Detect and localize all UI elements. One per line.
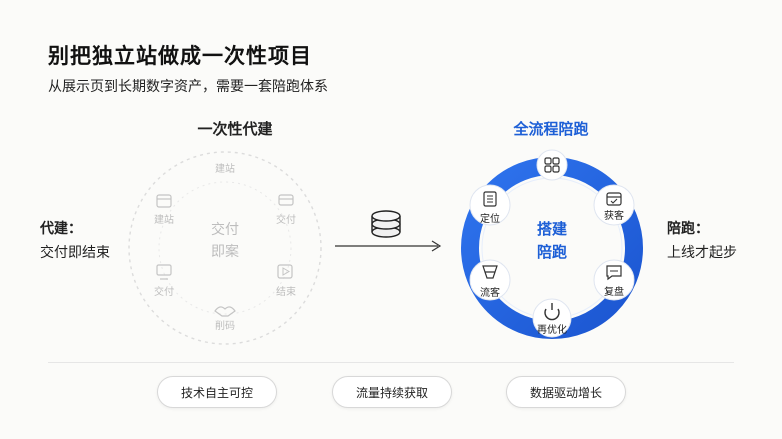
- grid-icon: [544, 157, 560, 173]
- right-cycle: 搭建 陪跑 获客: [461, 149, 643, 339]
- svg-text:流客: 流客: [480, 286, 500, 299]
- funnel-icon: [482, 265, 498, 279]
- svg-text:获客: 获客: [604, 209, 624, 222]
- right-side-text: 上线才起步: [667, 245, 737, 261]
- right-node-top: [536, 149, 568, 181]
- media-icon: [277, 264, 293, 279]
- svg-text:结束: 结束: [276, 285, 296, 298]
- left-node-top: 建站: [215, 162, 235, 175]
- right-side-label: 陪跑：: [667, 221, 709, 237]
- page-subtitle: 从展示页到长期数字资产，需要一套陪跑体系: [48, 79, 328, 95]
- left-center-line-2: 即案: [211, 243, 239, 260]
- left-node-bottom: 削码: [214, 306, 236, 332]
- svg-text:交付: 交付: [276, 213, 296, 226]
- chat-icon: [606, 265, 622, 281]
- calendar-icon: [156, 194, 172, 208]
- left-center-line-1: 交付: [211, 221, 239, 238]
- left-node-lower-right: 结束: [276, 264, 296, 298]
- svg-text:复盘: 复盘: [604, 285, 624, 298]
- pill-tech-control: 技术自主可控: [157, 376, 277, 408]
- left-node-upper-left: 建站: [154, 194, 174, 226]
- svg-text:再优化: 再优化: [537, 323, 567, 336]
- handshake-icon: [214, 306, 236, 317]
- page-title: 别把独立站做成一次性项目: [48, 44, 312, 68]
- right-node-lower-right: 复盘: [593, 259, 635, 301]
- svg-text:建站: 建站: [215, 162, 235, 175]
- right-side-note: 陪跑： 上线才起步: [667, 217, 737, 265]
- svg-text:削码: 削码: [215, 319, 235, 332]
- arrow-right-icon: [335, 240, 442, 252]
- monitor-icon: [156, 264, 172, 276]
- svg-text:定位: 定位: [480, 212, 500, 225]
- refresh-icon: [544, 303, 560, 321]
- right-node-lower-left: 流客: [469, 259, 511, 301]
- pill-data-growth: 数据驱动增长: [506, 376, 626, 408]
- left-node-lower-left: 交付: [154, 264, 174, 298]
- coin-stack-icon: [371, 210, 401, 238]
- calendar-check-icon: [606, 192, 622, 206]
- left-side-note: 代建： 交付即结束: [40, 217, 110, 265]
- right-node-bottom: 再优化: [532, 298, 572, 338]
- left-node-upper-right: 交付: [276, 194, 296, 226]
- right-center-line-1: 搭建: [537, 220, 568, 238]
- left-side-label: 代建：: [40, 221, 82, 237]
- right-center-line-2: 陪跑: [537, 243, 567, 261]
- left-side-text: 交付即结束: [40, 245, 110, 261]
- right-node-upper-left: 定位: [469, 184, 511, 226]
- left-section-heading: 一次性代建: [197, 120, 273, 138]
- right-section-heading: 全流程陪跑: [513, 120, 589, 138]
- right-node-upper-right: 获客: [593, 184, 635, 226]
- left-cycle: 交付 即案 建站 交付 结束 削码 交付 建站: [128, 151, 322, 345]
- section-divider: [48, 362, 734, 363]
- pill-traffic: 流量持续获取: [332, 376, 452, 408]
- svg-text:建站: 建站: [154, 213, 174, 226]
- card-icon: [278, 194, 294, 206]
- document-icon: [483, 191, 497, 207]
- svg-text:交付: 交付: [154, 285, 174, 298]
